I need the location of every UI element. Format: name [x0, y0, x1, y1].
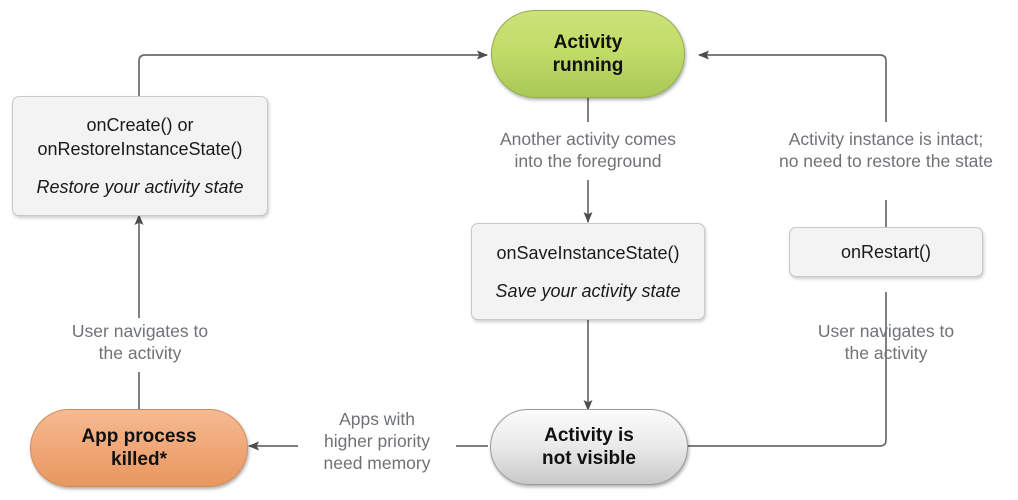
edge-label-user-navigates-right-line1: User navigates to — [817, 321, 955, 341]
node-app-process-killed-line1: App process — [81, 426, 197, 447]
node-activity-not-visible-line1: Activity is — [544, 425, 634, 446]
edge-label-higher-priority: Apps with higher priority need memory — [298, 408, 456, 474]
edge-label-another-activity-line2: into the foreground — [514, 151, 662, 171]
node-onrestart[interactable]: onRestart() — [789, 227, 983, 277]
edge-label-user-navigates-left-line2: the activity — [98, 343, 182, 363]
node-onsaveinstancestate-hint: Save your activity state — [495, 280, 681, 301]
node-app-process-killed[interactable]: App process killed* — [30, 409, 248, 487]
edge-label-user-navigates-right-line2: the activity — [844, 343, 928, 363]
node-activity-not-visible[interactable]: Activity is not visible — [490, 409, 688, 485]
edge-label-user-navigates-right: User navigates to the activity — [790, 320, 982, 364]
node-oncreate-line1: onCreate() or — [86, 115, 194, 135]
node-onsaveinstancestate[interactable]: onSaveInstanceState() Save your activity… — [471, 223, 705, 320]
node-onrestart-line1: onRestart() — [840, 242, 932, 262]
node-activity-running-line2: running — [552, 55, 624, 76]
node-app-process-killed-line2: killed* — [111, 449, 167, 470]
edge-label-instance-intact: Activity instance is intact; no need to … — [760, 128, 1012, 172]
node-onsaveinstancestate-line1: onSaveInstanceState() — [496, 242, 680, 263]
edge-label-another-activity: Another activity comes into the foregrou… — [468, 128, 708, 172]
edge-label-higher-priority-line1: Apps with — [339, 409, 415, 429]
edge-oncreate-to-running — [138, 50, 488, 97]
edge-restart-to-running-top — [698, 50, 887, 122]
node-activity-not-visible-line2: not visible — [542, 448, 636, 469]
edge-label-higher-priority-line2: higher priority — [323, 431, 431, 451]
edge-label-instance-intact-line2: no need to restore the state — [778, 151, 994, 171]
edge-label-higher-priority-line3: need memory — [323, 453, 431, 473]
node-oncreate-line2: onRestoreInstanceState() — [37, 139, 243, 159]
edge-label-user-navigates-left-line1: User navigates to — [71, 321, 209, 341]
node-oncreate[interactable]: onCreate() or onRestoreInstanceState() R… — [12, 96, 268, 216]
node-activity-running[interactable]: Activity running — [491, 10, 685, 98]
edge-label-user-navigates-left: User navigates to the activity — [44, 320, 236, 364]
node-oncreate-hint: Restore your activity state — [36, 177, 244, 197]
node-activity-running-line1: Activity — [553, 32, 623, 53]
edge-label-another-activity-line1: Another activity comes — [499, 129, 677, 149]
edge-notvisible-to-running — [688, 292, 887, 447]
edge-label-instance-intact-line1: Activity instance is intact; — [788, 129, 984, 149]
